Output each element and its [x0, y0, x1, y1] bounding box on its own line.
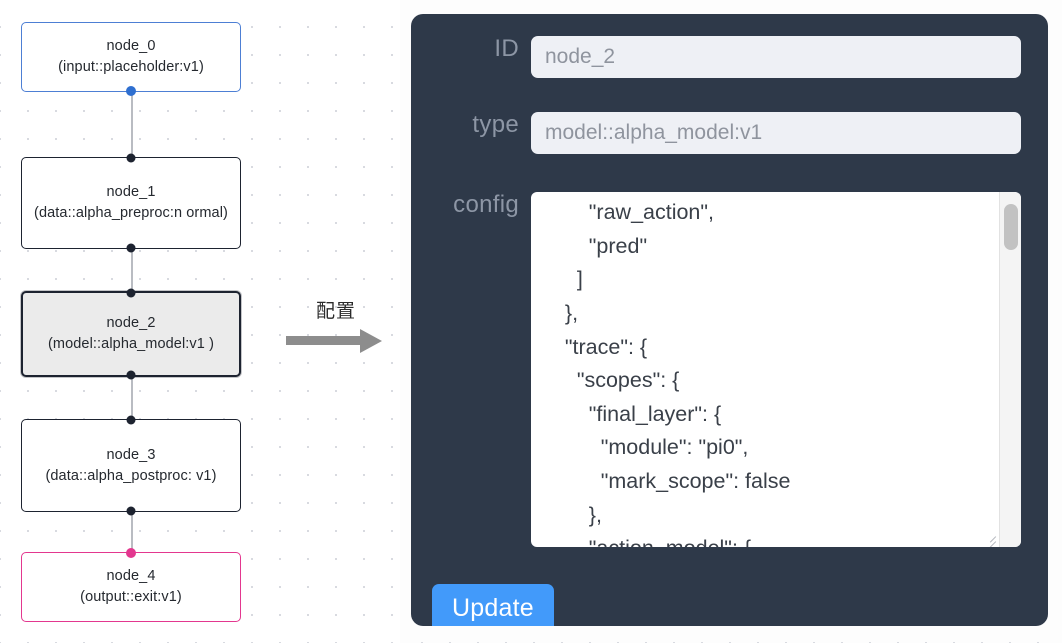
arrow-shaft [286, 336, 364, 345]
node-subtitle: (data::alpha_postproc: v1) [45, 467, 217, 484]
node-title: node_2 [106, 315, 156, 332]
flow-node-node_2[interactable]: node_2 (model::alpha_model:v1 ) [21, 288, 241, 380]
field-row-config: config "raw_action", "pred" ] }, "trace"… [411, 191, 1048, 547]
id-field-label: ID [494, 35, 519, 62]
node-config-panel: ID type config "raw_action", "pred" ] },… [411, 14, 1048, 626]
edge-node2-node3 [131, 377, 133, 419]
node-subtitle: (data::alpha_preproc:n ormal) [34, 205, 228, 221]
config-field-label: config [453, 191, 519, 218]
arrow-label: 配置 [315, 301, 356, 322]
node-subtitle: (output::exit:v1) [80, 589, 182, 605]
node-handle-target[interactable] [126, 548, 136, 558]
config-scrollbar[interactable] [999, 192, 1021, 547]
node-handle-target[interactable] [126, 415, 136, 425]
field-row-type: type [411, 111, 1048, 154]
node-handle-source[interactable] [126, 506, 136, 516]
node-handle-target[interactable] [126, 153, 136, 163]
node-title: node_0 [106, 38, 156, 55]
id-input[interactable] [531, 36, 1021, 78]
node-title: node_3 [106, 446, 156, 463]
flow-node-node_1[interactable]: node_1 (data::alpha_preproc:n ormal) [21, 153, 241, 253]
node-title: node_4 [106, 568, 156, 585]
field-row-id: ID [411, 35, 1048, 78]
arrow-head [360, 329, 382, 353]
edge-node0-node1 [131, 92, 133, 157]
flow-canvas[interactable]: node_0 (input::placeholder:v1) node_1 (d… [0, 0, 400, 643]
type-input[interactable] [531, 112, 1021, 154]
edge-node1-node2 [131, 249, 133, 291]
resize-grip-icon[interactable] [981, 529, 997, 547]
flow-node-node_3[interactable]: node_3 (data::alpha_postproc: v1) [21, 415, 241, 516]
arrow-right-icon [286, 328, 394, 354]
config-scrollbar-thumb[interactable] [1004, 204, 1018, 250]
node-subtitle: (model::alpha_model:v1 ) [47, 336, 214, 352]
type-field-label: type [472, 111, 519, 138]
update-button[interactable]: Update [432, 584, 554, 626]
config-textarea-text[interactable]: "raw_action", "pred" ] }, "trace": { "sc… [564, 200, 791, 547]
flow-node-node_4[interactable]: node_4 (output::exit:v1) [21, 548, 241, 622]
flow-node-node_0[interactable]: node_0 (input::placeholder:v1) [21, 22, 241, 96]
transition-arrow-group: 配置 [286, 296, 394, 354]
node-subtitle: (input::placeholder:v1) [58, 59, 204, 75]
node-handle-source[interactable] [126, 243, 136, 253]
edge-node3-node4 [131, 512, 133, 552]
node-handle-source[interactable] [126, 370, 136, 380]
config-textarea[interactable]: "raw_action", "pred" ] }, "trace": { "sc… [531, 192, 1021, 547]
node-handle-source[interactable] [126, 86, 136, 96]
node-handle-target[interactable] [126, 288, 136, 298]
node-title: node_1 [106, 184, 156, 201]
